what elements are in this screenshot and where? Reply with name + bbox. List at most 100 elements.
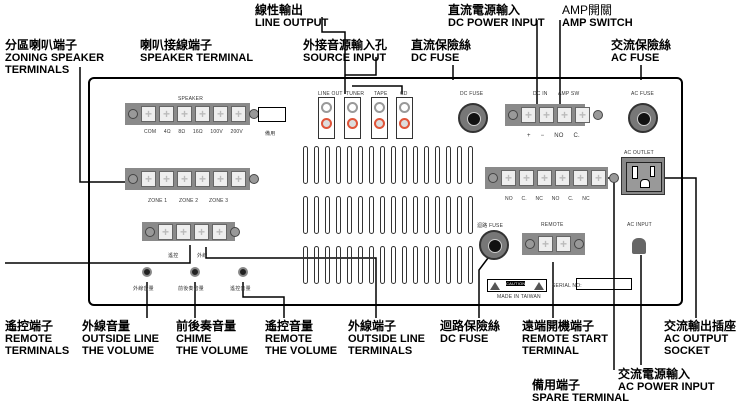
terminal-screw[interactable]	[213, 171, 228, 187]
outside-volume-knob[interactable]	[142, 267, 152, 277]
vent-slot	[457, 146, 462, 184]
line-out-jack[interactable]	[318, 97, 335, 139]
vent-slot	[391, 246, 396, 284]
vent-slot	[391, 146, 396, 184]
vent-slot	[347, 246, 352, 284]
vent-slot	[424, 246, 429, 284]
vent-slot	[336, 196, 341, 234]
cd-label: CD	[400, 91, 408, 97]
zone-2-label: ZONE 2	[179, 198, 199, 204]
terminal-screw[interactable]	[537, 170, 552, 186]
vent-slot	[457, 196, 462, 234]
terminal-screw[interactable]	[195, 171, 210, 187]
loop-fuse-holder[interactable]	[479, 230, 509, 260]
remote-start-label: REMOTE	[541, 222, 564, 228]
vent-slot	[391, 196, 396, 234]
mount-screw-icon	[488, 173, 498, 183]
spare-cutout	[258, 107, 286, 122]
vent-slot	[325, 146, 330, 184]
terminal-screw[interactable]	[231, 106, 246, 122]
vent-slot	[358, 246, 363, 284]
terminal-screw[interactable]	[159, 171, 174, 187]
vent-slot	[314, 146, 319, 184]
vent-slot	[468, 146, 473, 184]
terminal-screw[interactable]	[557, 107, 572, 123]
vent-slot	[402, 196, 407, 234]
terminal-screw[interactable]	[555, 170, 570, 186]
ac-outlet-label: AC OUTLET	[624, 150, 654, 156]
remote-outside-terminal-strip	[142, 222, 240, 241]
vent-slot	[413, 146, 418, 184]
vent-slot	[314, 196, 319, 234]
speaker-label: SPEAKER	[178, 96, 204, 102]
mount-screw-icon	[609, 173, 619, 183]
tape-jack[interactable]	[371, 97, 388, 139]
mount-screw-icon	[593, 110, 603, 120]
vent-slot	[369, 146, 374, 184]
spare-relay-terminal-strip	[485, 167, 619, 189]
terminal-screw[interactable]	[539, 107, 554, 123]
chime-volume-label: 前後奏音量	[178, 286, 205, 292]
chime-volume-knob[interactable]	[190, 267, 200, 277]
vent-slot	[325, 196, 330, 234]
terminal-screw[interactable]	[521, 107, 536, 123]
tuner-jack[interactable]	[344, 97, 361, 139]
caution-sticker: CAUTION	[487, 279, 547, 292]
ac-outlet[interactable]	[621, 157, 665, 195]
mount-screw-icon	[249, 174, 259, 184]
terminal-screw[interactable]	[158, 223, 173, 240]
terminal-screw[interactable]	[195, 106, 210, 122]
cd-jack[interactable]	[396, 97, 413, 139]
terminal-screw[interactable]	[573, 170, 588, 186]
vent-slot	[325, 246, 330, 284]
ac-input-label: AC INPUT	[627, 222, 652, 228]
dc-in-label: DC IN	[533, 91, 548, 97]
terminal-screw[interactable]	[177, 106, 192, 122]
vent-slot	[446, 146, 451, 184]
dc-fuse-holder[interactable]	[458, 103, 488, 133]
terminal-screw[interactable]	[212, 223, 227, 240]
speaker-taps: COM 4Ω 8Ω 16Ω 100V 200V	[144, 129, 243, 135]
vent-slot	[358, 146, 363, 184]
mount-screw-icon	[508, 110, 518, 120]
terminal-screw[interactable]	[519, 170, 534, 186]
vent-slot	[336, 146, 341, 184]
outside-label: 外線	[197, 253, 208, 259]
terminal-screw[interactable]	[501, 170, 516, 186]
terminal-screw[interactable]	[159, 106, 174, 122]
terminal-screw[interactable]	[231, 171, 246, 187]
vent-slot	[303, 246, 308, 284]
vent-slot	[424, 196, 429, 234]
vent-slot	[358, 196, 363, 234]
terminal-screw[interactable]	[177, 171, 192, 187]
tuner-label: TUNER	[346, 91, 365, 97]
ac-fuse-label: AC FUSE	[631, 91, 655, 97]
terminal-screw[interactable]	[176, 223, 191, 240]
vent-slot	[435, 196, 440, 234]
ac-fuse-holder[interactable]	[628, 103, 658, 133]
terminal-screw[interactable]	[538, 236, 553, 252]
vent-slot	[314, 246, 319, 284]
terminal-screw[interactable]	[213, 106, 228, 122]
vent-slot	[369, 246, 374, 284]
serial-number-box	[576, 278, 632, 290]
remote-volume-label: 遙控音量	[230, 286, 251, 292]
remote-volume-knob[interactable]	[238, 267, 248, 277]
vent-slot	[347, 146, 352, 184]
terminal-screw[interactable]	[141, 106, 156, 122]
amp-sw-label: AMP SW	[558, 91, 580, 97]
terminal-screw[interactable]	[591, 170, 606, 186]
zone-1-label: ZONE 1	[148, 198, 168, 204]
vent-slot	[402, 146, 407, 184]
terminal-screw[interactable]	[141, 171, 156, 187]
terminal-screw[interactable]	[556, 236, 571, 252]
terminal-screw[interactable]	[575, 107, 590, 123]
relay-marks: NO C. NC NO C. NC	[505, 196, 590, 202]
zone-3-label: ZONE 3	[209, 198, 229, 204]
terminal-screw[interactable]	[194, 223, 209, 240]
